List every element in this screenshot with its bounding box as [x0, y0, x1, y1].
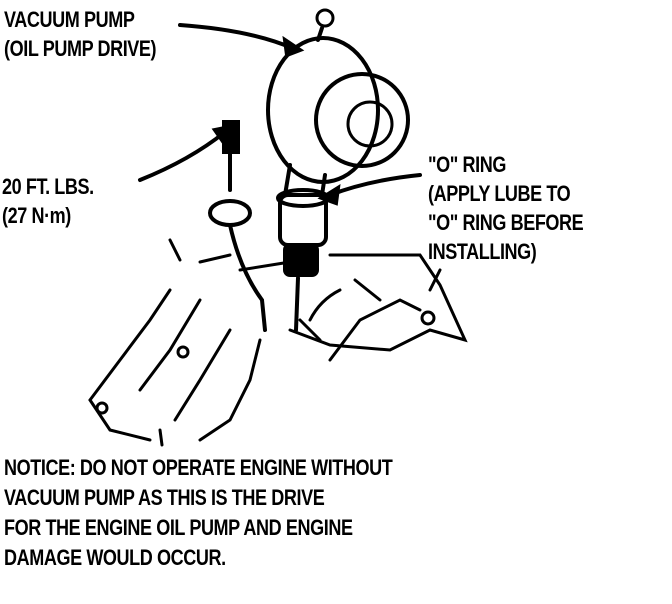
pump-cover [314, 72, 410, 168]
label-line: "O" RING [428, 152, 506, 177]
label-line: INSTALLING) [428, 239, 537, 264]
notice-line: VACUUM PUMP AS THIS IS THE DRIVE [4, 485, 325, 510]
notice-line: FOR THE ENGINE OIL PUMP AND ENGINE [4, 515, 353, 540]
pump-top-nub [315, 8, 335, 28]
label-line: (APPLY LUBE TO [428, 181, 571, 206]
notice-line: DAMAGE WOULD OCCUR. [4, 545, 226, 570]
leader-vacuum-pump [178, 23, 294, 50]
notice-line: NOTICE: DO NOT OPERATE ENGINE WITHOUT [4, 455, 393, 480]
label-line: (27 N·m) [2, 203, 71, 228]
leader-torque [138, 130, 227, 182]
o-ring-label: "O" RING (APPLY LUBE TO "O" RING BEFORE … [428, 150, 584, 266]
label-line: "O" RING BEFORE [428, 210, 584, 235]
pump-housing [266, 36, 380, 184]
torque-label: 20 FT. LBS. (27 N·m) [2, 172, 94, 230]
vacuum-pump-label: VACUUM PUMP (OIL PUMP DRIVE) [4, 5, 157, 63]
washer [208, 199, 252, 227]
notice-text: NOTICE: DO NOT OPERATE ENGINE WITHOUT VA… [4, 453, 393, 573]
label-line: (OIL PUMP DRIVE) [4, 36, 157, 61]
label-line: VACUUM PUMP [4, 7, 135, 32]
engine-block [168, 238, 468, 352]
bolt [222, 120, 240, 154]
label-line: 20 FT. LBS. [2, 174, 94, 199]
